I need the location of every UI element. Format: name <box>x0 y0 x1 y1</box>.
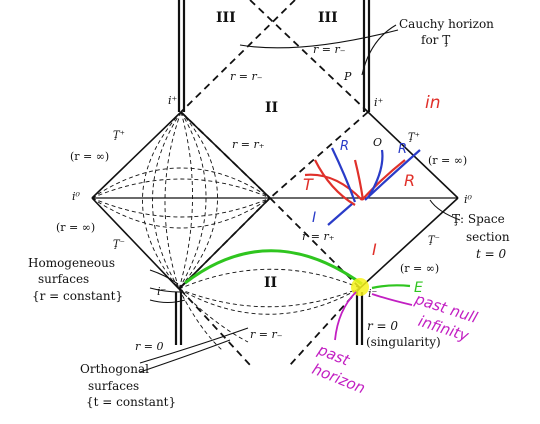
region-ii-bottom: II <box>264 275 277 291</box>
label-scri-plus-left: Ţ⁺ <box>113 130 125 141</box>
red-arrows <box>304 159 406 206</box>
magenta-arrow <box>334 291 357 341</box>
hand-I-red-lower: I <box>372 240 377 259</box>
label-o: O <box>373 136 382 149</box>
hand-R-blue-1: R <box>340 139 349 154</box>
hand-R-red: R <box>404 171 415 190</box>
pointer-arrows <box>139 24 461 373</box>
label-r-minus-bottom: r = r₋ <box>250 328 283 341</box>
orthogonal-label-2: surfaces <box>88 379 139 393</box>
hand-in: in <box>425 93 441 113</box>
cauchy-horizon-label-1: Cauchy horizon <box>399 17 494 31</box>
singularity-word-label: (singularity) <box>366 335 441 349</box>
left-diamond-hyperbolae <box>91 111 271 290</box>
label-i-zero-right: i⁰ <box>464 193 473 206</box>
label-r-plus-left: r = r₊ <box>232 138 265 151</box>
label-i-zero-left: i⁰ <box>72 190 81 203</box>
region-iii-right: III <box>318 10 338 26</box>
label-p: P <box>343 70 352 83</box>
space-section-label-3: t = 0 <box>476 247 507 261</box>
label-r-minus-top: r = r₋ <box>313 43 346 56</box>
homogeneous-label-1: Homogeneous <box>28 256 115 270</box>
singularity-r-label: r = 0 <box>367 319 398 333</box>
orthogonal-label-3: {t = constant} <box>86 395 176 409</box>
label-i-plus-right: i⁺ <box>374 96 384 109</box>
left-diamond <box>91 111 271 290</box>
green-arrow <box>371 284 411 290</box>
orthogonal-label-1: Orthogonal <box>80 362 149 376</box>
bottom-region-curves <box>178 268 361 351</box>
label-i-plus-left: i⁺ <box>168 94 178 107</box>
cauchy-horizon-label-2: for Ţ <box>421 33 450 47</box>
green-surface-curve <box>184 249 363 286</box>
label-scri-minus-right: Ţ⁻ <box>428 235 440 246</box>
space-section-label-1: Ţ: Space <box>452 212 505 226</box>
region-ii-top: II <box>265 100 278 116</box>
label-r-inf-right-upper: (r = ∞) <box>428 154 467 167</box>
label-r-inf-right-lower: (r = ∞) <box>400 262 439 275</box>
space-section-label-2: section <box>466 230 510 244</box>
label-scri-plus-right: Ţ⁺ <box>408 132 420 143</box>
magenta-arrow-2 <box>371 293 413 306</box>
hand-I-blue: I <box>312 210 316 226</box>
label-i-minus-left: i⁻ <box>157 285 167 298</box>
label-scri-minus-left: Ţ⁻ <box>113 239 125 250</box>
region-iii-left: III <box>216 10 236 26</box>
label-r-zero: r = 0 <box>135 340 163 353</box>
label-r-plus-right: r = r₊ <box>302 230 335 243</box>
hand-E-green: E <box>414 280 423 296</box>
blue-arrows <box>327 147 421 226</box>
homogeneous-label-2: surfaces <box>38 272 89 286</box>
homogeneous-label-3: {r = constant} <box>32 289 123 303</box>
label-r-inf-left-upper: (r = ∞) <box>70 150 109 163</box>
label-r-inf-left-lower: (r = ∞) <box>56 221 95 234</box>
hand-T-red: T <box>303 175 314 194</box>
hand-R-blue-2: R <box>398 142 407 157</box>
label-r-minus-mid: r = r₋ <box>230 70 263 83</box>
